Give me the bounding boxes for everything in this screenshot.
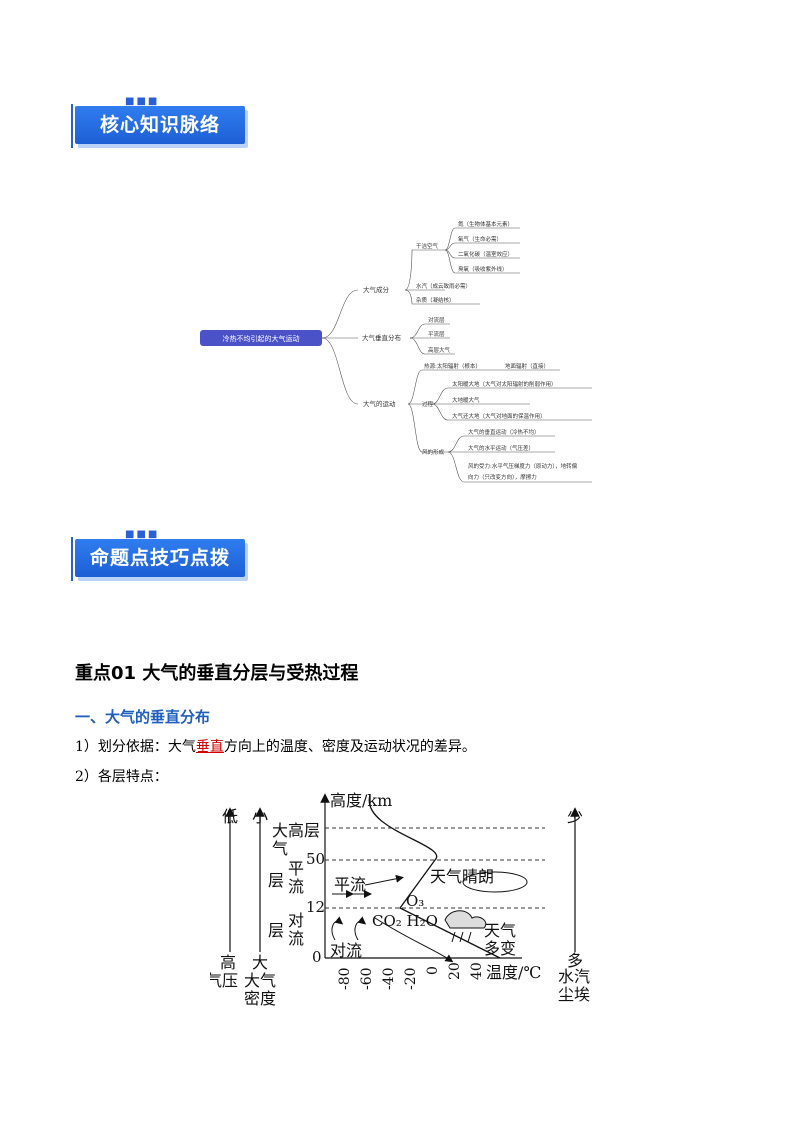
label-clear-weather: 天气晴朗 (430, 867, 494, 886)
x-tick: 0 (425, 966, 441, 975)
mindmap-wind-item: 大气的水平运动（气压差） (468, 444, 534, 452)
cloud-icon (462, 871, 528, 893)
troposphere-label: 层 (268, 921, 284, 940)
mind-map: 冷热不均引起的大气运动 大气成分 大气垂直分布 大气的运动 干洁空气 氮（生物体… (200, 220, 592, 483)
troposphere-label: 对 (288, 911, 304, 930)
mindmap-water-vapor: 水汽（成云致雨必需） (416, 282, 471, 290)
basis-highlight: 垂直 (195, 739, 224, 755)
label-many: 多 (567, 951, 583, 970)
y-tick: 12 (306, 898, 325, 916)
label-co2-h2o: CO₂ H₂O (372, 912, 438, 930)
label-weather: 天气 (484, 921, 516, 940)
label-pressure: 气压 (210, 971, 238, 990)
label-water-vapor: 水汽 (558, 967, 590, 986)
upper-layer-label: 气 (272, 839, 288, 858)
y-tick: 0 (312, 948, 322, 966)
temp-arrow (364, 874, 404, 886)
label-atmosphere: 大气 (244, 971, 276, 990)
x-tick: 20 (447, 962, 463, 980)
label-advection: 平流 (334, 875, 366, 894)
temp-arrow (374, 917, 454, 963)
stratosphere-label: 平 (288, 859, 304, 878)
label-few: 少 (567, 807, 583, 826)
mindmap-motion: 大气的运动 (363, 399, 396, 408)
mindmap-wind: 风的形成 (422, 448, 445, 456)
temperature-curve (368, 794, 501, 959)
paragraph-basis: 1）划分依据：大气垂直方向上的温度、密度及运动状况的差异。 (75, 736, 476, 756)
mindmap-layer: 高层大气 (428, 346, 451, 354)
mindmap-heat-source: 热源:太阳辐射（根本） (424, 362, 481, 370)
mindmap-ground-radiation: 地面辐射（直接） (505, 362, 549, 370)
mindmap-wind-item: 大气的垂直运动（冷热不均） (468, 428, 540, 436)
x-tick: -80 (337, 967, 353, 990)
mindmap-dry-air: 干洁空气 (416, 242, 439, 250)
mindmap-wind-item: 向力（只改变方向），摩擦力 (468, 473, 537, 481)
label-variable: 多变 (484, 939, 516, 958)
mindmap-vertical: 大气垂直分布 (362, 333, 402, 342)
banner-core-knowledge: ■■■ 核心知识脉络 (71, 96, 245, 150)
mindmap-layer: 对流层 (428, 316, 445, 324)
x-tick: -20 (403, 967, 419, 990)
label-dust: 尘埃 (558, 985, 590, 1004)
stratosphere-label: 层 (268, 871, 284, 890)
label-small: 小 (252, 807, 268, 826)
atmosphere-layer-diagram: 低 小 高 气压 大 大气 密度 大 气 高层 层 平 流 层 对 流 高度/k… (210, 791, 590, 1008)
sub-heading: 一、大气的垂直分布 (75, 708, 211, 726)
rain-cloud-icon (444, 910, 487, 929)
mindmap-dry-item: 氧气（生命必需） (458, 235, 502, 243)
mindmap-process-item: 太阳暖大地（大气对太阳辐射的削弱作用） (452, 380, 557, 388)
banner-dots: ■■■ (125, 96, 160, 107)
label-large: 大 (252, 953, 268, 972)
label-ozone: O₃ (406, 892, 424, 910)
banner-edge (71, 537, 79, 581)
mindmap-composition: 大气成分 (363, 285, 390, 294)
banner-dots: ■■■ (125, 529, 160, 540)
banner-edge (71, 104, 79, 148)
upper-layer-label: 大 (272, 821, 288, 840)
label-density: 密度 (244, 989, 276, 1008)
mindmap-process-item: 大气还大地（大气对地面的保温作用） (452, 412, 546, 420)
banner-exam-tips: ■■■ 命题点技巧点拨 (71, 529, 245, 583)
y-axis-label: 高度/km (330, 791, 392, 810)
banner-plate: 核心知识脉络 (75, 106, 245, 144)
stratosphere-label: 流 (288, 877, 304, 896)
label-high: 高 (220, 953, 236, 972)
mindmap-root: 冷热不均引起的大气运动 (223, 334, 300, 343)
upper-layer-label: 高层 (288, 821, 320, 840)
banner-title: 核心知识脉络 (99, 114, 220, 136)
mindmap-root-box (200, 330, 322, 346)
basis-prefix: 1）划分依据：大气 (75, 739, 196, 755)
convection-arrow-icon (331, 916, 344, 941)
banner-title: 命题点技巧点拨 (89, 547, 230, 569)
mindmap-dust: 杂质（凝结核） (416, 296, 455, 304)
mindmap-dry-item: 氮（生物体基本元素） (458, 220, 513, 228)
banner-plate: 命题点技巧点拨 (75, 539, 245, 577)
mindmap-dry-item: 二氧化碳（温室效应） (458, 250, 513, 258)
mindmap-dry-item: 臭氧（吸收紫外线） (458, 265, 508, 273)
paragraph-features: 2）各层特点： (75, 769, 168, 785)
mindmap-wind-item: 风的受力:水平气压梯度力（原动力），地转偏 (468, 462, 578, 470)
basis-suffix: 方向上的温度、密度及运动状况的差异。 (223, 739, 476, 755)
x-tick: -60 (359, 967, 375, 990)
label-low: 低 (222, 807, 238, 826)
x-axis-label: 温度/℃ (486, 963, 541, 982)
mindmap-process: 过程 (422, 400, 434, 408)
x-tick: 40 (469, 962, 485, 980)
troposphere-label: 流 (288, 929, 304, 948)
convection-arrow-icon (354, 916, 367, 941)
x-tick: -40 (381, 967, 397, 990)
label-convection: 对流 (330, 941, 362, 960)
mindmap-layer: 平流层 (428, 330, 445, 338)
section-heading: 重点01 大气的垂直分层与受热过程 (75, 663, 359, 684)
y-tick: 50 (306, 850, 325, 868)
mindmap-process-item: 大地暖大气 (452, 396, 480, 404)
